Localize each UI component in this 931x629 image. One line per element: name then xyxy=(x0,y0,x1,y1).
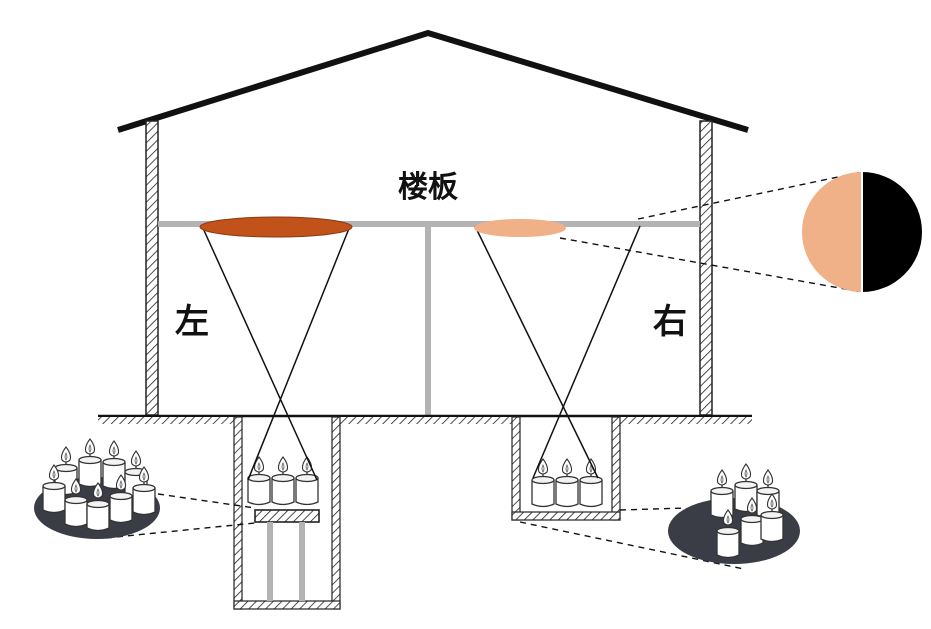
candle-icon xyxy=(531,458,555,508)
right-wall xyxy=(699,120,713,416)
candle-icon xyxy=(579,458,603,508)
left-illuminated-spot xyxy=(199,216,353,238)
zoom-lines-right-spot xyxy=(559,171,863,293)
right-label: 右 xyxy=(653,302,687,342)
roof-line xyxy=(117,29,749,133)
left-wall xyxy=(145,120,159,416)
right-light-rays xyxy=(474,225,641,479)
ground-hatch-left xyxy=(98,417,236,424)
candle-icon xyxy=(555,458,579,508)
candle-icon xyxy=(710,469,734,519)
half-shaded-disc-icon xyxy=(802,172,922,292)
ground-hatch-right xyxy=(618,417,752,424)
left-light-rays xyxy=(201,225,351,481)
left-pit-candles xyxy=(247,456,319,506)
left-pit xyxy=(233,416,341,610)
right-pit xyxy=(511,416,621,521)
candle-icon xyxy=(756,469,780,519)
zoom-lines-left-tray xyxy=(105,493,256,539)
candle-icon xyxy=(247,456,271,506)
left-shelf xyxy=(254,509,320,523)
candle-icon xyxy=(295,456,319,506)
right-candle-tray xyxy=(668,463,800,564)
candle-icon xyxy=(271,456,295,506)
right-illuminated-spot xyxy=(474,219,566,237)
candle-icon xyxy=(78,438,102,488)
left-label: 左 xyxy=(175,302,209,342)
ground-hatch-middle xyxy=(340,417,514,424)
floor-label: 楼板 xyxy=(398,170,458,205)
zoom-lines-right-tray xyxy=(519,507,745,570)
left-candle-tray xyxy=(34,438,160,539)
